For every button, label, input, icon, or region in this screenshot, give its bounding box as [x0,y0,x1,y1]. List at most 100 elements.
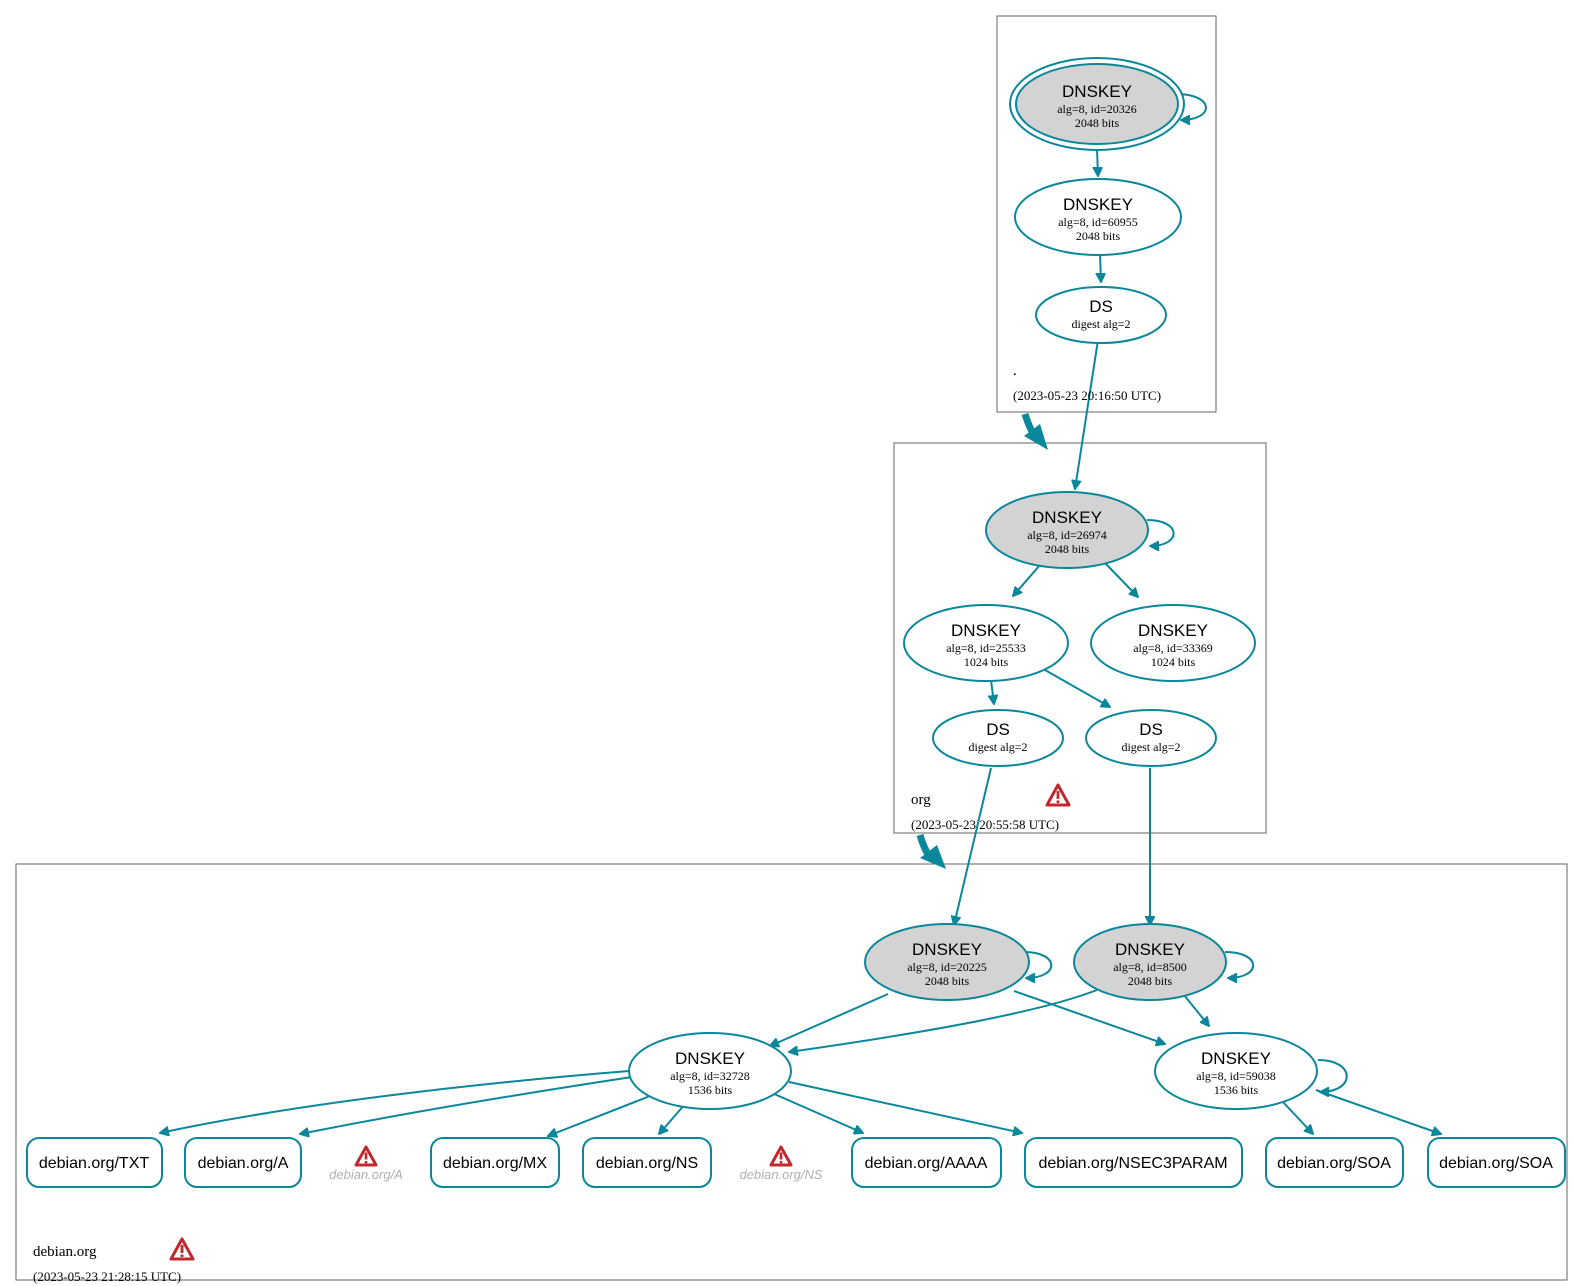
node-digest-info: digest alg=2 [1071,317,1130,331]
node-key-size: 2048 bits [925,974,970,988]
node-key-size: 2048 bits [1075,116,1120,130]
dnskey-node-org-zsk2[interactable]: DNSKEY alg=8, id=33369 1024 bits [1090,604,1256,682]
edge-deb-zsk2-self [1317,1059,1348,1092]
rrset-label: debian.org/A [198,1155,289,1172]
edge-deb-ksk1-self [1023,951,1053,978]
rrset-node-ns[interactable]: debian.org/NS [582,1137,712,1188]
rrset-node-soa-1[interactable]: debian.org/SOA [1265,1137,1404,1188]
node-title: DNSKEY [1032,508,1102,527]
edge-root-ksk-self [1175,93,1207,120]
node-key-info: alg=8, id=20225 [907,960,987,974]
node-key-info: alg=8, id=8500 [1113,960,1187,974]
dnskey-node-debian-zsk2[interactable]: DNSKEY alg=8, id=59038 1536 bits [1154,1032,1318,1110]
node-title: DNSKEY [1115,940,1185,959]
edge-zsk1-txt [160,1070,630,1133]
edge-deb-ksk2-self [1224,951,1255,978]
node-title: DNSKEY [1201,1049,1271,1068]
edge-zsk1-aaaa [771,1092,863,1133]
node-key-size: 1536 bits [688,1083,733,1097]
edge-org-ksk-zsk2 [1104,562,1138,597]
edge-zsk2-soa1 [1282,1101,1313,1134]
node-key-info: alg=8, id=33369 [1133,641,1213,655]
edge-zsk1-a [300,1076,633,1134]
rrset-node-txt[interactable]: debian.org/TXT [26,1137,163,1188]
zone-name-root: . [1013,363,1017,379]
node-key-info: alg=8, id=20326 [1057,102,1137,116]
edge-root-ds-org-ksk [1075,339,1099,489]
node-title: DS [986,720,1010,739]
zone-name-org: org [911,792,931,808]
node-key-size: 1536 bits [1214,1083,1259,1097]
rrset-node-nsec3param[interactable]: debian.org/NSEC3PARAM [1024,1137,1243,1188]
edge-deb-ksk2-zsk1 [789,989,1098,1052]
delegation-arrow-root-org [1021,412,1048,450]
edge-root-zsk-ds [1100,253,1101,282]
node-key-size: 2048 bits [1045,542,1090,556]
edge-zsk1-mx [548,1095,651,1136]
edge-zsk1-nsec3param [788,1081,1022,1133]
node-title: DNSKEY [1138,621,1208,640]
node-key-info: alg=8, id=25533 [946,641,1026,655]
rrset-label: debian.org/AAAA [865,1155,988,1172]
ds-node-org-1[interactable]: DS digest alg=2 [932,709,1064,767]
edge-zsk2-soa2 [1315,1089,1441,1134]
node-key-info: alg=8, id=32728 [670,1069,750,1083]
ds-node-root[interactable]: DS digest alg=2 [1035,286,1167,344]
edge-org-ds1-deb-ksk1 [954,767,992,925]
edge-zsk1-ns [659,1102,687,1134]
warning-triangle-icon[interactable] [769,1145,793,1167]
dnskey-node-root-zsk[interactable]: DNSKEY alg=8, id=60955 2048 bits [1014,178,1182,256]
node-title: DNSKEY [951,621,1021,640]
node-title: DS [1139,720,1163,739]
node-key-size: 1024 bits [964,655,1009,669]
zone-timestamp-debian: (2023-05-23 21:28:15 UTC) [33,1269,181,1284]
node-key-size: 2048 bits [1076,229,1121,243]
warning-triangle-icon[interactable] [169,1237,195,1261]
node-title: DNSKEY [1062,82,1132,101]
rrset-label: debian.org/NS [596,1155,698,1172]
node-key-info: alg=8, id=26974 [1027,528,1107,542]
dnskey-node-debian-zsk1[interactable]: DNSKEY alg=8, id=32728 1536 bits [628,1032,792,1110]
edge-org-ksk-zsk1 [1013,564,1041,596]
ghost-rrset-a: debian.org/A [329,1145,403,1182]
node-key-size: 1024 bits [1151,655,1196,669]
ghost-rrset-ns: debian.org/NS [739,1145,823,1182]
dnskey-node-org-ksk[interactable]: DNSKEY alg=8, id=26974 2048 bits [985,491,1149,569]
ghost-rrset-label: debian.org/A [329,1167,403,1182]
zone-timestamp-root: (2023-05-23 20:16:50 UTC) [1013,388,1161,403]
node-key-size: 2048 bits [1128,974,1173,988]
rrset-node-aaaa[interactable]: debian.org/AAAA [851,1137,1002,1188]
edge-deb-ksk1-zsk1 [770,993,889,1046]
delegation-arrow-org-debian [916,833,946,869]
edges [160,93,1441,1136]
node-digest-info: digest alg=2 [1121,740,1180,754]
rrset-node-mx[interactable]: debian.org/MX [430,1137,560,1188]
warning-triangle-icon[interactable] [1045,783,1071,807]
zone-timestamp-org: (2023-05-23 20:55:58 UTC) [911,817,1059,832]
node-key-info: alg=8, id=60955 [1058,215,1138,229]
edge-root-ksk-zsk [1097,147,1098,176]
node-title: DNSKEY [675,1049,745,1068]
dnskey-node-debian-ksk1[interactable]: DNSKEY alg=8, id=20225 2048 bits [864,923,1030,1001]
dnskey-node-root-ksk[interactable]: DNSKEY alg=8, id=20326 2048 bits [1009,57,1185,151]
rrset-label: debian.org/SOA [1277,1155,1391,1172]
edge-deb-ksk2-zsk2 [1183,994,1209,1026]
node-title: DNSKEY [912,940,982,959]
node-title: DNSKEY [1063,195,1133,214]
rrset-node-soa-2[interactable]: debian.org/SOA [1427,1137,1566,1188]
node-title: DS [1089,297,1113,316]
warning-triangle-icon[interactable] [354,1145,378,1167]
dnskey-node-org-zsk1[interactable]: DNSKEY alg=8, id=25533 1024 bits [903,604,1069,682]
dnskey-node-debian-ksk2[interactable]: DNSKEY alg=8, id=8500 2048 bits [1073,923,1227,1001]
zone-name-debian: debian.org [33,1244,97,1260]
rrset-label: debian.org/TXT [39,1155,150,1172]
edge-org-zsk1-ds1 [991,679,994,704]
ds-node-org-2[interactable]: DS digest alg=2 [1085,709,1217,767]
rrset-label: debian.org/MX [443,1155,547,1172]
rrset-label: debian.org/NSEC3PARAM [1038,1155,1227,1172]
rrset-node-a[interactable]: debian.org/A [184,1137,302,1188]
node-key-info: alg=8, id=59038 [1196,1069,1276,1083]
ghost-rrset-label: debian.org/NS [739,1167,822,1182]
edge-org-ksk-self [1146,519,1175,546]
